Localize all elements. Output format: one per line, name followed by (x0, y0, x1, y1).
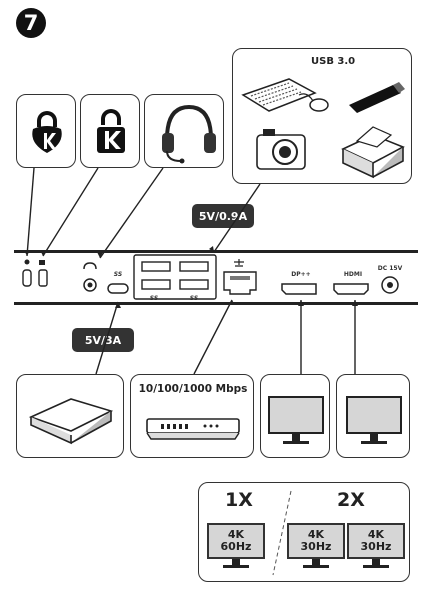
usb-c-logo: SS (113, 271, 123, 278)
kensington-slot-icon (22, 259, 32, 287)
monitor-icon (346, 396, 402, 444)
dc-jack-icon (381, 276, 399, 294)
monitor-hdmi-card (336, 374, 410, 458)
displayport-icon (281, 283, 317, 295)
hard-drive-card (16, 374, 124, 458)
kensington-lock-card (16, 94, 76, 168)
step-number: 7 (16, 8, 46, 38)
monitor-stands (223, 559, 389, 568)
network-switch-icon (146, 418, 240, 440)
dock-bottom-edge (14, 302, 418, 305)
dual-monitor-2: 4K 30Hz (347, 523, 405, 559)
usb-a-ports (141, 261, 209, 290)
dock-top-edge (14, 250, 418, 253)
headset-card (144, 94, 224, 168)
monitor-dp-card (260, 374, 330, 458)
network-card: 10/100/1000 Mbps (130, 374, 254, 458)
camera-icon (256, 129, 306, 170)
printer-icon (341, 126, 405, 179)
mode-divider (272, 490, 292, 576)
audio-jack-icon (83, 262, 97, 292)
dual-monitor-1-res: 4K (307, 528, 325, 541)
monitor-icon (268, 396, 324, 444)
kensington-lock-icon (32, 111, 62, 153)
ethernet-speed-label: 10/100/1000 Mbps (138, 383, 248, 395)
single-monitor-res: 4K (227, 528, 245, 541)
dp-port-label: DP++ (291, 271, 311, 278)
usb-card-title: USB 3.0 (311, 56, 356, 67)
usbc-power-badge: 5V/3A (72, 328, 134, 352)
usb-stick-icon (349, 82, 405, 113)
dual-monitor-2-hz: 30Hz (360, 540, 392, 553)
dual-monitor-2-res: 4K (367, 528, 385, 541)
single-monitor-hz: 60Hz (220, 540, 252, 553)
nano-slot-icon (38, 260, 48, 287)
display-modes-card: 1X 2X 4K 60Hz 4K 30Hz 4K 30Hz (198, 482, 410, 582)
dual-monitor-1-hz: 30Hz (300, 540, 332, 553)
usb-a-logo-left: SS (149, 295, 159, 302)
hdmi-port-label: HDMI (343, 271, 363, 278)
single-mode-label: 1X (225, 489, 253, 511)
dc-port-label: DC 15V (377, 265, 403, 272)
usb-a-logo-right: SS (189, 295, 199, 302)
kensington-nano-card (80, 94, 140, 168)
keyboard-icon (241, 78, 317, 112)
dual-mode-label: 2X (337, 489, 365, 511)
usb-c-port-icon (107, 283, 129, 294)
usb-devices-card: USB 3.0 (232, 48, 412, 184)
hdmi-port-icon (333, 283, 369, 295)
ethernet-port-icon (223, 259, 257, 295)
dual-monitor-1: 4K 30Hz (287, 523, 345, 559)
hard-drive-icon (28, 398, 114, 445)
single-monitor: 4K 60Hz (207, 523, 265, 559)
headset-icon (162, 104, 216, 164)
kensington-k-icon (97, 109, 125, 153)
mouse-icon (298, 93, 329, 112)
